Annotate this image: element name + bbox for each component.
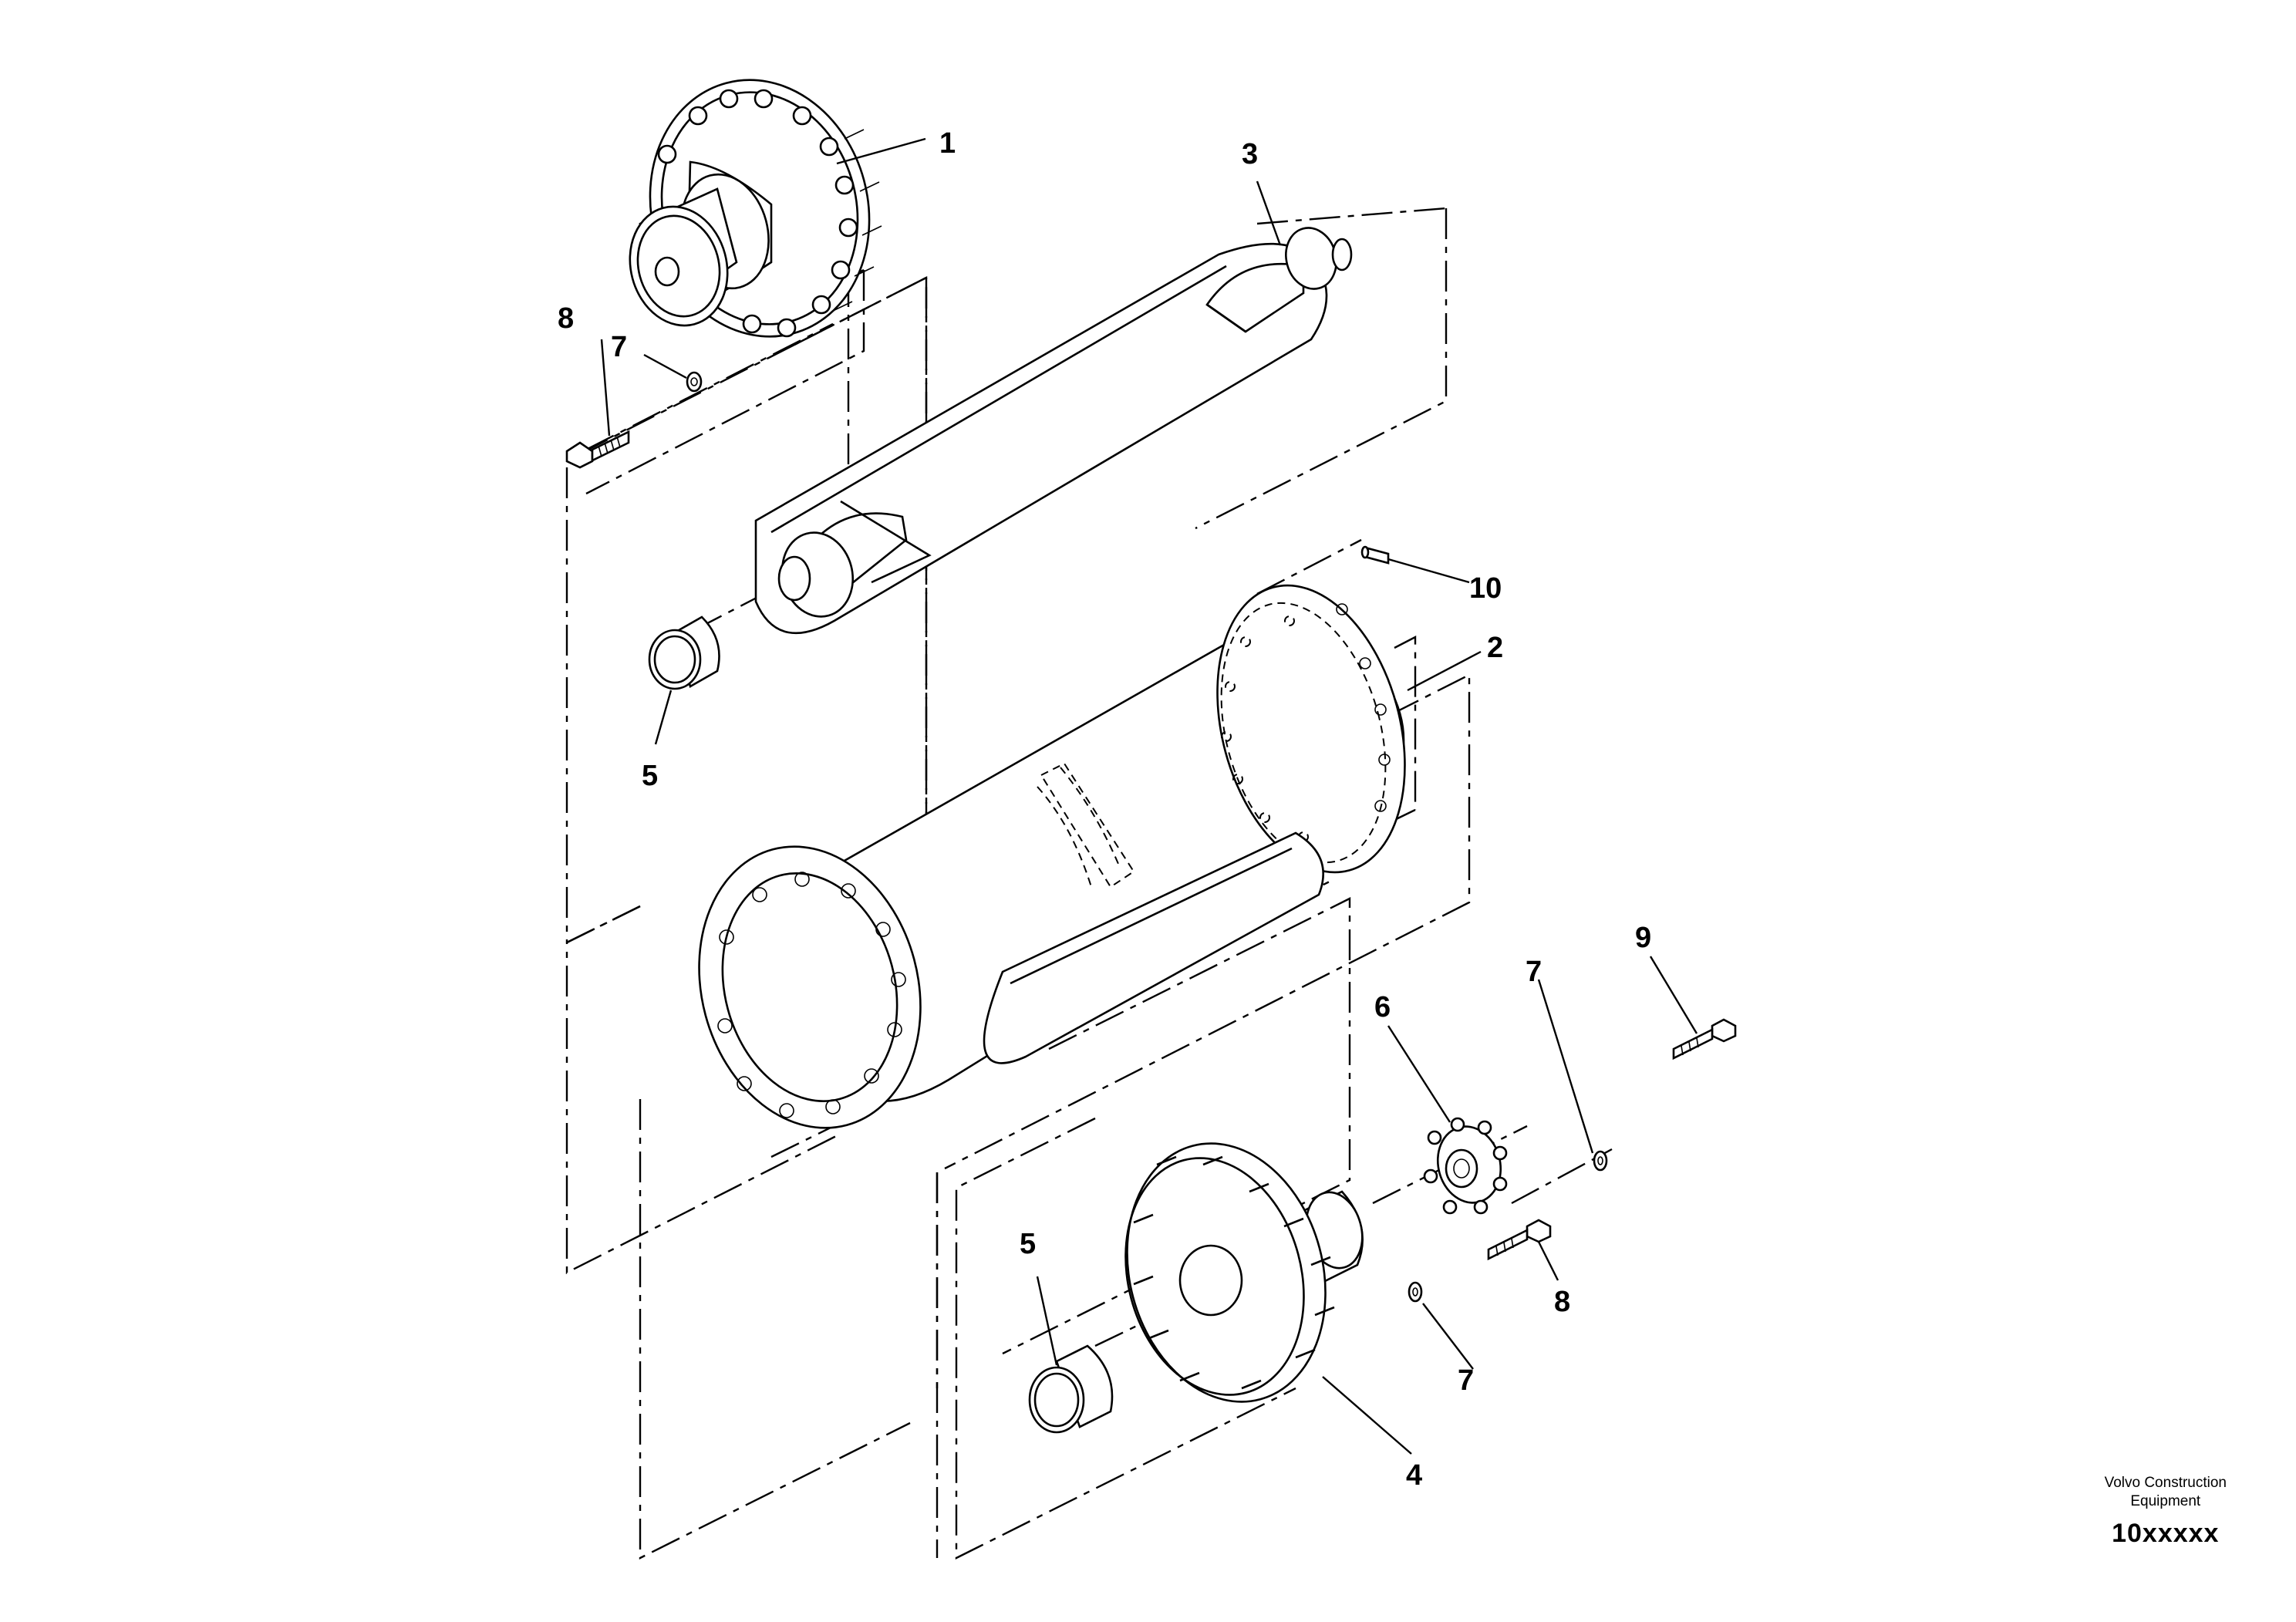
callout-7-lower: 7 [1458, 1364, 1474, 1397]
upper-bushing [648, 615, 720, 690]
title-block: Volvo Construction Equipment 10xxxxx [2105, 1474, 2227, 1549]
upper-cap-bolts [657, 89, 882, 338]
callout-3: 3 [1242, 138, 1258, 170]
callout-4: 4 [1406, 1459, 1422, 1492]
callout-10: 10 [1469, 572, 1502, 605]
callout-7-upper: 7 [611, 331, 627, 363]
callout-8-upper: 8 [558, 302, 574, 335]
brand-line-2: Equipment [2130, 1493, 2201, 1509]
lower-bushing [1028, 1344, 1114, 1434]
housing-right-flange-holes [1336, 603, 1391, 812]
lower-end-cap [1124, 1142, 1364, 1403]
callout-8-lower: 8 [1554, 1286, 1570, 1318]
document-number: 10xxxxx [2112, 1519, 2220, 1548]
upper-bolt-and-washer [565, 371, 703, 469]
shaft-carrier [754, 227, 1353, 635]
leader-lines [600, 137, 1698, 1455]
coupling [1423, 1117, 1508, 1215]
upper-end-cap [629, 79, 882, 338]
callout-6: 6 [1374, 991, 1391, 1023]
brand-line-1: Volvo Construction [2104, 1475, 2227, 1491]
callout-1: 1 [939, 127, 956, 160]
main-housing [698, 584, 1406, 1129]
callout-5-upper: 5 [642, 760, 658, 792]
housing-left-flange-holes [717, 872, 906, 1118]
lower-fasteners [1408, 1018, 1737, 1303]
callout-7-right: 7 [1526, 956, 1542, 988]
pin [1360, 545, 1390, 565]
callout-numbers: 1 3 8 7 10 2 5 9 7 6 5 8 7 4 [558, 127, 1651, 1492]
callout-2: 2 [1487, 632, 1503, 664]
callout-9: 9 [1635, 922, 1651, 954]
lower-cap-studs [1133, 1155, 1335, 1390]
callout-5-lower: 5 [1020, 1228, 1036, 1260]
